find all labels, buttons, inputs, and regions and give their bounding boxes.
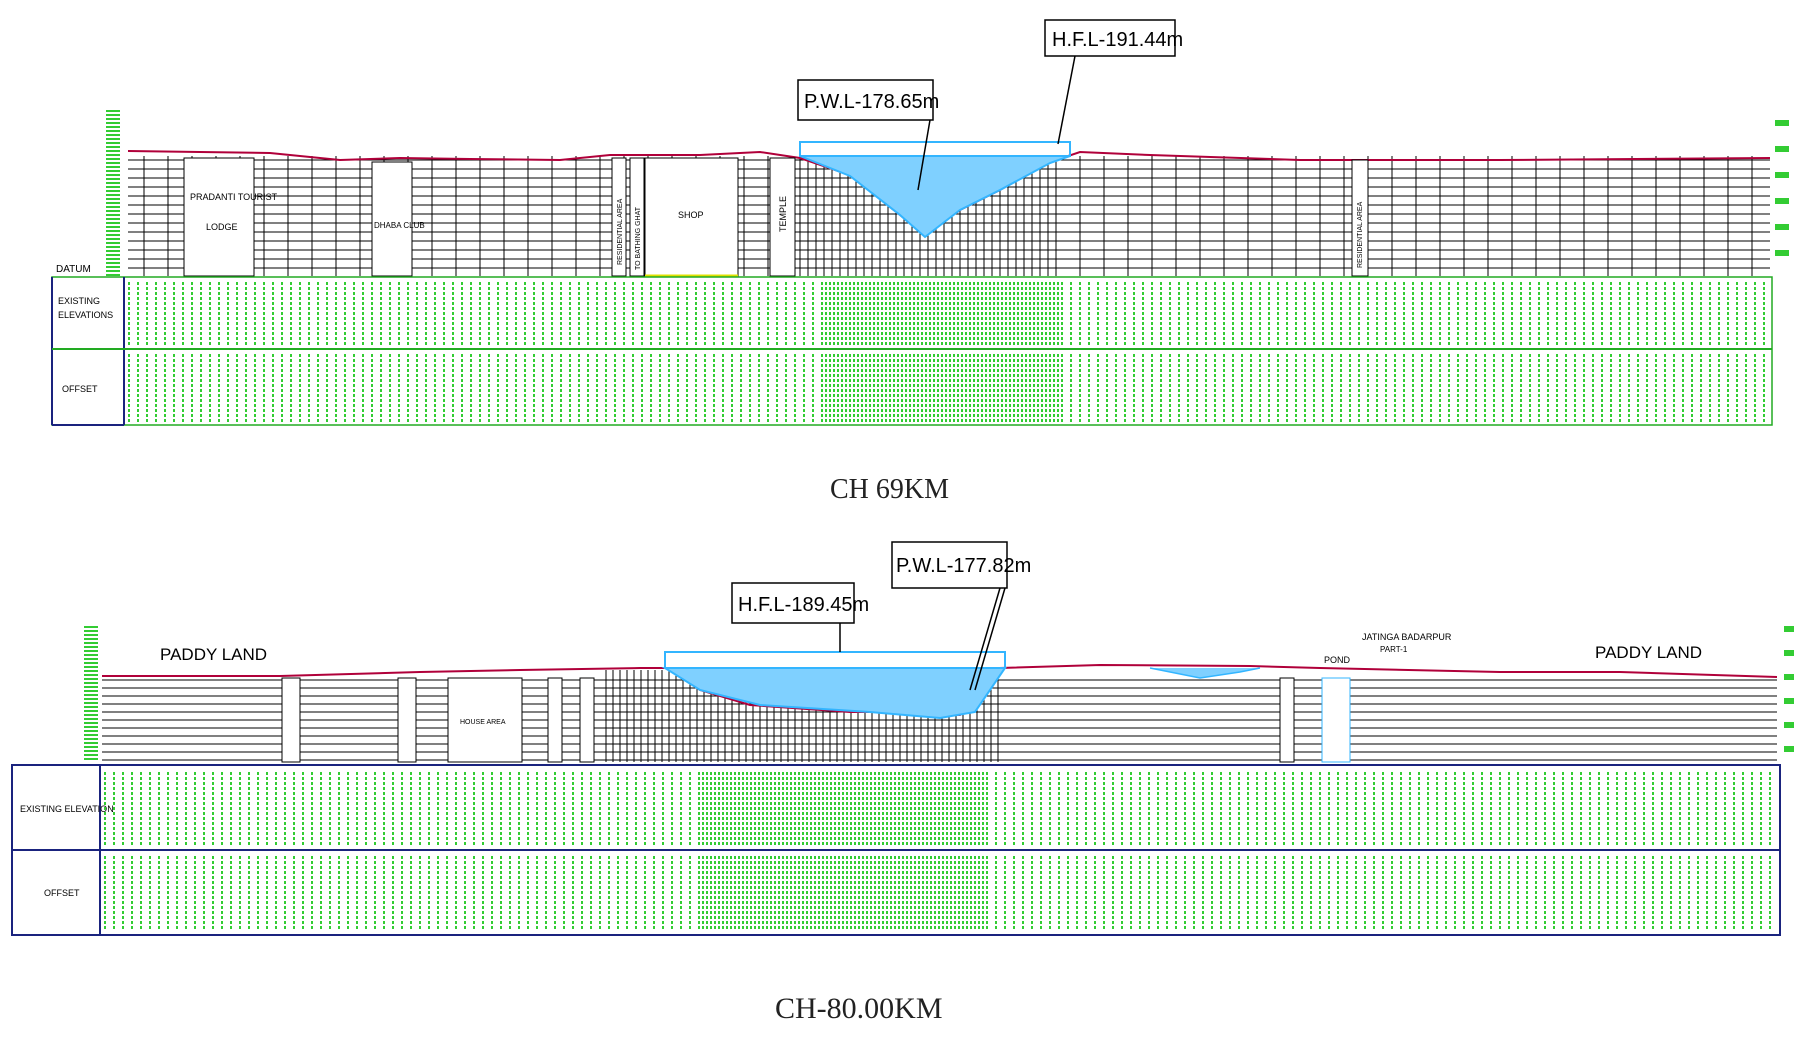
section1-residential-box xyxy=(611,157,627,277)
section1-pwl-text: P.W.L-178.65m xyxy=(804,91,939,113)
section2-pwl-callout: P.W.L-177.82m xyxy=(891,541,1031,691)
section1-caption: CH 69KM xyxy=(830,474,949,505)
section-ch80: HOUSE AREA PADDY LAND PADDY LAND POND JA… xyxy=(11,541,1794,1025)
section2-row2-label: OFFSET xyxy=(44,888,80,898)
section2-left-scale xyxy=(84,626,98,760)
section2-pwl-text: P.W.L-177.82m xyxy=(896,555,1031,577)
section2-pond-label: POND xyxy=(1324,655,1351,665)
section2-paddy-left: PADDY LAND xyxy=(160,645,267,664)
section2-caption: CH-80.00KM xyxy=(775,992,943,1025)
section1-lodge-label-b: LODGE xyxy=(206,222,238,232)
section1-value-ticks xyxy=(128,282,1765,422)
section1-lodge-label-a: PRADANTI TOURIST xyxy=(190,192,278,202)
section1-temple-label: TEMPLE xyxy=(778,196,788,232)
section1-dhaba-box xyxy=(371,161,413,277)
section2-hfl-callout: H.F.L-189.45m xyxy=(731,582,869,652)
section2-village-label-a: JATINGA BADARPUR xyxy=(1362,632,1452,642)
section-ch69: PRADANTI TOURIST LODGE DHABA CLUB RESIDE… xyxy=(51,19,1789,505)
section2-house-box xyxy=(447,677,523,763)
section1-residential2-box xyxy=(1351,159,1369,277)
section1-steps-label: TO BATHING GHAT xyxy=(635,206,642,270)
section1-water-body xyxy=(799,155,1071,239)
section2-paddy-right: PADDY LAND xyxy=(1595,643,1702,662)
section1-data-table: EXISTING ELEVATIONS OFFSET xyxy=(51,276,1773,426)
section1-datum-label: DATUM xyxy=(56,264,91,275)
section1-row1-label-b: ELEVATIONS xyxy=(58,310,113,320)
section2-house-label: HOUSE AREA xyxy=(460,719,506,726)
section1-shop-label: SHOP xyxy=(678,210,704,220)
section1-hfl-callout: H.F.L-191.44m xyxy=(1044,19,1183,145)
section1-row2-label: OFFSET xyxy=(62,384,98,394)
section1-residential-label: RESIDENTIAL AREA xyxy=(617,198,624,265)
section1-dhaba-label: DHABA CLUB xyxy=(374,221,425,230)
section2-hfl-text: H.F.L-189.45m xyxy=(738,594,869,616)
section2-row1-label: EXISTING ELEVATION xyxy=(20,804,114,814)
section1-left-scale xyxy=(106,110,120,276)
section1-right-scale xyxy=(1775,120,1789,256)
section2-data-table: EXISTING ELEVATION OFFSET xyxy=(11,764,1781,936)
section1-shop-box xyxy=(644,157,739,277)
section1-row1-label-a: EXISTING xyxy=(58,296,100,306)
section2-value-ticks xyxy=(104,772,1771,929)
section1-lodge-box xyxy=(183,157,255,277)
section2-right-scale xyxy=(1784,626,1794,752)
section2-water-body xyxy=(661,667,1007,720)
section2-hfl-band xyxy=(664,651,1006,669)
section1-temple-box xyxy=(769,157,796,277)
section1-pwl-callout: P.W.L-178.65m xyxy=(797,79,939,191)
section1-hfl-band xyxy=(799,141,1071,157)
section1-residential2-label: RESIDENTIAL AREA xyxy=(1357,201,1364,268)
section2-village-label-b: PART-1 xyxy=(1380,645,1408,654)
section1-hfl-text: H.F.L-191.44m xyxy=(1052,29,1183,51)
section1-steps-box xyxy=(629,157,645,277)
